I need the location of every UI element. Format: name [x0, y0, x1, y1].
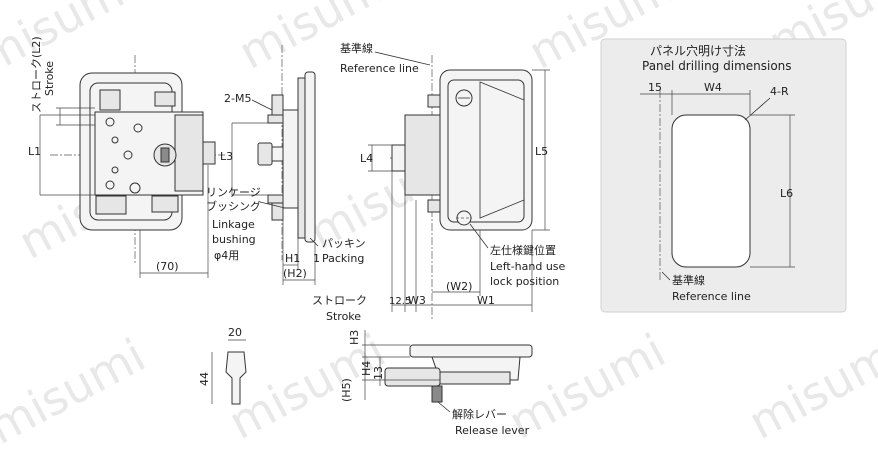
panel-title-jp: パネル穴明け寸法 [650, 43, 746, 58]
mount-bottom [427, 199, 441, 213]
rear-body [404, 114, 441, 196]
latch-bolt [202, 141, 216, 165]
bracket-bottom-left [95, 195, 127, 215]
stroke-l2-label: ストローク(L2) [30, 36, 43, 113]
leader-reference [374, 51, 431, 66]
w4-label: W4 [704, 81, 722, 94]
panel-cutout [671, 114, 751, 268]
l6-label: L6 [780, 187, 793, 200]
watermark-text: misumi [0, 328, 154, 455]
d125-label: 12.5 [389, 296, 411, 307]
leader-packing [309, 237, 319, 247]
ref-en-label: Reference line [340, 62, 419, 75]
stroke-jp-label: ストローク [312, 294, 367, 307]
bracket-bottom-right [151, 195, 179, 213]
l3-label: L3 [220, 150, 233, 163]
screw-boss-top [271, 94, 284, 116]
l4-label: L4 [360, 152, 373, 165]
w1-label: W1 [477, 294, 495, 307]
d44-label: 44 [198, 372, 211, 386]
latch-body [439, 371, 511, 385]
latch-stem [271, 146, 284, 162]
screw-top [267, 114, 284, 124]
one-label: 1 [313, 252, 320, 265]
panel-ref-jp-label: 基準線 [672, 273, 705, 287]
latch-block [174, 114, 204, 192]
h5-label: (H5) [340, 378, 353, 402]
phi4-label: φ4用 [214, 249, 239, 262]
linkage-en-label: Linkage [212, 218, 255, 231]
key [225, 351, 247, 405]
m5-label: 2-M5 [224, 92, 251, 105]
handle-front-view: 基準線 Reference line L4 L5 左仕様鍵位置 Left-han… [312, 41, 566, 323]
side-view: 2-M5 L3 リンケージ ブッシング Linkage bushing φ4用 … [206, 45, 366, 285]
h1-label: H1 [285, 252, 300, 265]
bushing-jp-label: ブッシング [206, 199, 261, 213]
bracket-top-right [154, 91, 176, 107]
screw [105, 180, 115, 190]
handle-lever [479, 81, 525, 219]
panel-drilling-box: パネル穴明け寸法 Panel drilling dimensions 15 W4… [600, 38, 847, 313]
lock-slot [160, 147, 170, 163]
leader-radius [744, 97, 771, 121]
d13-label: 13 [372, 366, 385, 380]
screw [123, 150, 133, 160]
leader-m5 [251, 99, 273, 111]
latch-bolt [391, 144, 406, 172]
flange [304, 71, 316, 243]
packing-strip [297, 77, 306, 239]
bushing-en-label: bushing [212, 233, 256, 246]
d20-label: 20 [228, 326, 242, 339]
screw [105, 117, 115, 127]
leader-lefthand [469, 223, 489, 249]
screw [111, 166, 119, 174]
l5-label: L5 [535, 145, 548, 158]
watermark-text: misumi [0, 0, 144, 85]
latch-knob [257, 142, 273, 166]
screw [133, 123, 143, 133]
screw [111, 136, 119, 144]
screw-bottom [267, 194, 284, 204]
l1-label: L1 [28, 145, 41, 158]
flange-bottom [409, 344, 533, 358]
linkage-jp-label: リンケージ [206, 186, 261, 199]
h2-label: (H2) [283, 267, 307, 280]
lefthand-en1-label: Left-hand use [490, 260, 566, 273]
packing-en-label: Packing [322, 252, 364, 265]
d15-label: 15 [648, 81, 662, 94]
stroke-en-label: Stroke [43, 61, 56, 96]
ref-jp-label: 基準線 [340, 41, 373, 55]
packing-jp-label: パッキン [322, 237, 366, 250]
dim-70-label: (70) [156, 260, 179, 273]
bottom-view: H3 H4 13 (H5) 解除レバー Release lever [340, 330, 533, 437]
release-lever [384, 367, 441, 387]
release-jp-label: 解除レバー [452, 407, 507, 421]
key-cylinder [431, 385, 443, 403]
mount-top [427, 94, 441, 108]
w2-label: (W2) [446, 280, 472, 293]
radius-label: 4-R [770, 85, 789, 98]
leader-release [437, 401, 451, 413]
bracket-top-left [99, 89, 121, 111]
h4-label: H4 [360, 361, 373, 376]
panel-ref-en-label: Reference line [672, 290, 751, 303]
lefthand-en2-label: lock position [490, 275, 559, 288]
w3-label: W3 [408, 294, 426, 307]
panel-title-en: Panel drilling dimensions [642, 59, 792, 73]
lefthand-jp-label: 左仕様鍵位置 [490, 243, 556, 257]
key-view: 20 44 [198, 326, 247, 405]
front-view: ストローク(L2) Stroke L1 (70) [28, 36, 225, 278]
body-side [282, 109, 299, 209]
h3-label: H3 [348, 330, 361, 345]
stroke-en-label: Stroke [326, 310, 361, 323]
leader-bushing [259, 201, 286, 209]
screw [129, 182, 141, 194]
watermark-text: misumi [220, 323, 394, 450]
watermark-text: misumi [740, 323, 878, 450]
release-en-label: Release lever [455, 424, 530, 437]
